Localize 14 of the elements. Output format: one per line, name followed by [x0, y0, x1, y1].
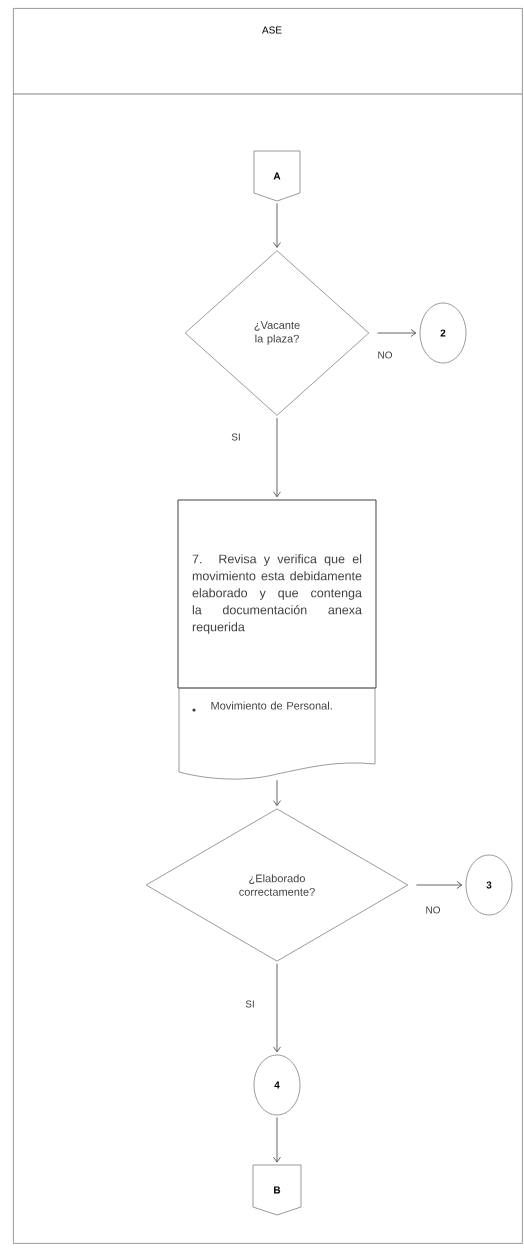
arrow	[273, 417, 281, 498]
edge-label: NO	[424, 905, 442, 915]
arrow	[273, 963, 281, 1053]
arrow	[377, 329, 417, 337]
edge-label: SI	[244, 999, 256, 1009]
off-page-connector: A	[253, 150, 301, 202]
process-box: 7. Revisa y verifica que el movimiento esta debidamente elaborado y que contenga la documentación anexa requerida	[177, 499, 377, 689]
arrow	[416, 881, 463, 889]
arrow	[273, 1117, 281, 1163]
arrow	[273, 202, 281, 248]
edge-label: NO	[376, 350, 394, 360]
off-page-connector: B	[252, 1164, 302, 1216]
edge-label: SI	[230, 432, 242, 442]
arrow	[273, 779, 281, 806]
